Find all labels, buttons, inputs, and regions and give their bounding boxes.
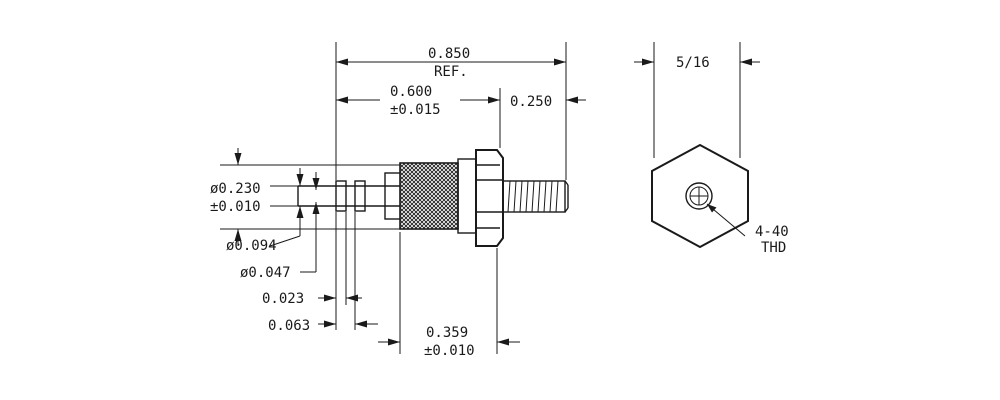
labels: 0.850 REF. 0.600 ±0.015 0.250 ø0.230 ±0.… (210, 46, 789, 359)
pin-step (384, 172, 402, 220)
hex-outline (651, 143, 749, 249)
body-length-label: 0.600 (390, 84, 432, 100)
knurl-length-label: 0.359 (426, 325, 468, 341)
dimension-lines (220, 42, 586, 354)
knurl-tolerance-label: ±0.010 (424, 343, 475, 359)
body-tolerance-label: ±0.015 (390, 102, 441, 118)
thread-label: THD (761, 240, 786, 256)
overall-length-label: 0.850 (428, 46, 470, 62)
end-view (634, 42, 760, 249)
threaded-stud (502, 180, 569, 213)
body-flange (457, 158, 477, 234)
pin-collar-1 (335, 180, 347, 212)
pin-diameter-label: ø0.094 (226, 238, 277, 254)
groove-width-label: 0.023 (262, 291, 304, 307)
hex-size-label: 5/16 (676, 55, 710, 71)
tip-diameter-label: ø0.047 (240, 265, 291, 281)
body-diameter-tolerance-label: ±0.010 (210, 199, 261, 215)
hex-nut (475, 149, 504, 247)
stud-length-label: 0.250 (510, 94, 552, 110)
side-view (297, 149, 569, 247)
overall-ref-label: REF. (434, 64, 468, 80)
thread-hole (685, 182, 713, 210)
groove-offset-label: 0.063 (268, 318, 310, 334)
knurled-body (399, 162, 459, 230)
thread-size-label: 4-40 (755, 224, 789, 240)
body-diameter-label: ø0.230 (210, 181, 261, 197)
pin-collar-2 (354, 180, 366, 212)
